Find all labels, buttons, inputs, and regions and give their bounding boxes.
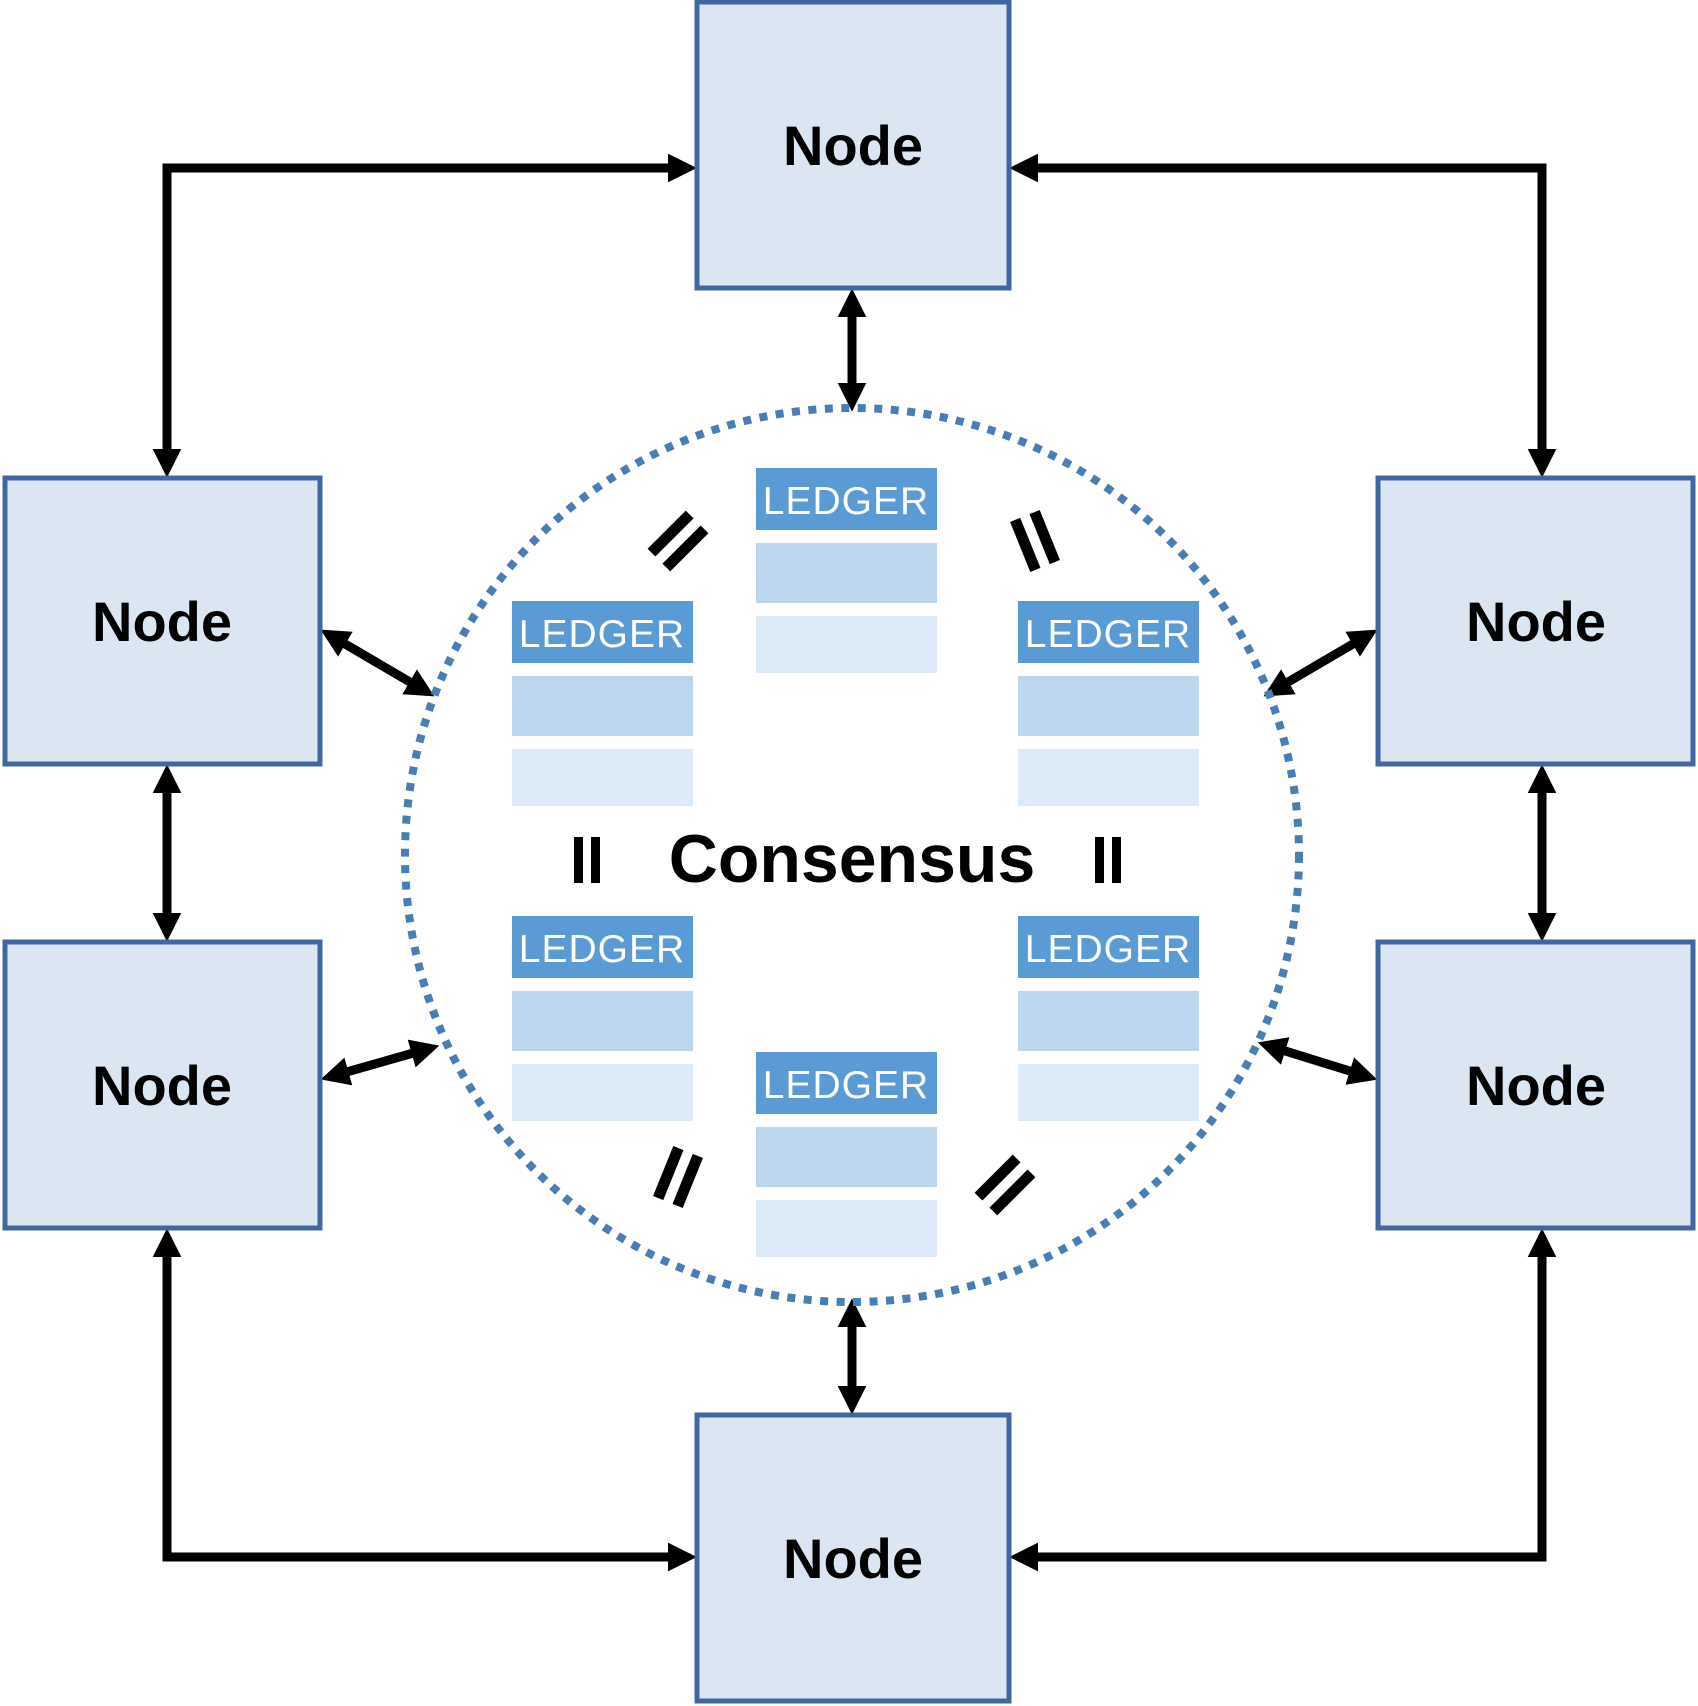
node-label: Node [783,1527,923,1590]
node-left-top: Node [2,475,323,767]
node-box [2,475,323,767]
ledger-row [1018,991,1199,1051]
equals-icon-bottom-right [974,1154,1036,1216]
node-left-bottom: Node [2,939,323,1231]
ledger-stack-upper-right: LEDGER [1018,601,1199,806]
ledger-stack-upper-left: LEDGER [512,601,693,806]
consensus-title: Consensus [669,821,1036,897]
arrow-left-bottom-node-to-circle [320,1039,440,1086]
arrow-right-top-node-to-circle [1263,629,1378,697]
ledger-row [1018,1064,1199,1121]
ledger-row [512,1064,693,1121]
ledger-row [756,616,937,673]
node-bottom: Node [694,1412,1012,1704]
equals-icon-middle-right [1095,837,1121,883]
node-box [694,0,1012,291]
ledger-label: LEDGER [1025,928,1191,971]
ledger-label: LEDGER [763,480,929,523]
node-top: Node [694,0,1012,291]
ledger-stack-bottom-center: LEDGER [756,1052,937,1257]
equals-icon-top-left [647,510,709,572]
node-box [2,939,323,1231]
ledger-row [1018,749,1199,806]
node-label: Node [783,114,923,177]
ledger-label: LEDGER [1025,613,1191,656]
ledger-stack-top-center: LEDGER [756,468,937,673]
node-label: Node [92,590,232,653]
node-label: Node [1466,1054,1606,1117]
equals-icon-bottom-left [653,1145,703,1209]
node-box [1375,939,1696,1231]
ledger-stack-lower-left: LEDGER [512,916,693,1121]
ledger-stack-lower-right: LEDGER [1018,916,1199,1121]
node-label: Node [1466,590,1606,653]
node-right-bottom: Node [1375,939,1696,1231]
ledger-row [756,1127,937,1187]
arrow-top-left-elbow [152,153,697,478]
ledger-header [756,1052,937,1114]
arrow-top-right-elbow [1009,153,1557,478]
node-box [1375,475,1696,767]
equals-icon-middle-left [574,837,600,883]
ledger-label: LEDGER [763,1064,929,1107]
ledger-row [512,749,693,806]
node-box [694,1412,1012,1704]
equals-icon-top-right [1010,509,1060,573]
ledger-header [1018,916,1199,978]
arrow-left-top-node-to-circle [320,629,435,697]
ledger-row [1018,676,1199,736]
node-right-top: Node [1375,475,1696,767]
arrow-bottom-left-elbow [152,1228,697,1572]
arrow-right-bottom-node-to-circle [1257,1037,1378,1085]
ledger-row [512,676,693,736]
ledger-header [1018,601,1199,663]
dotted-circle-consensus-boundary [401,404,1303,1306]
ledger-row [756,1200,937,1257]
node-label: Node [92,1054,232,1117]
ledger-header [512,601,693,663]
arrow-bottom-right-elbow [1009,1228,1557,1572]
ledger-label: LEDGER [519,613,685,656]
ledger-row [512,991,693,1051]
ledger-row [756,543,937,603]
ledger-header [756,468,937,530]
ledger-header [512,916,693,978]
ledger-label: LEDGER [519,928,685,971]
